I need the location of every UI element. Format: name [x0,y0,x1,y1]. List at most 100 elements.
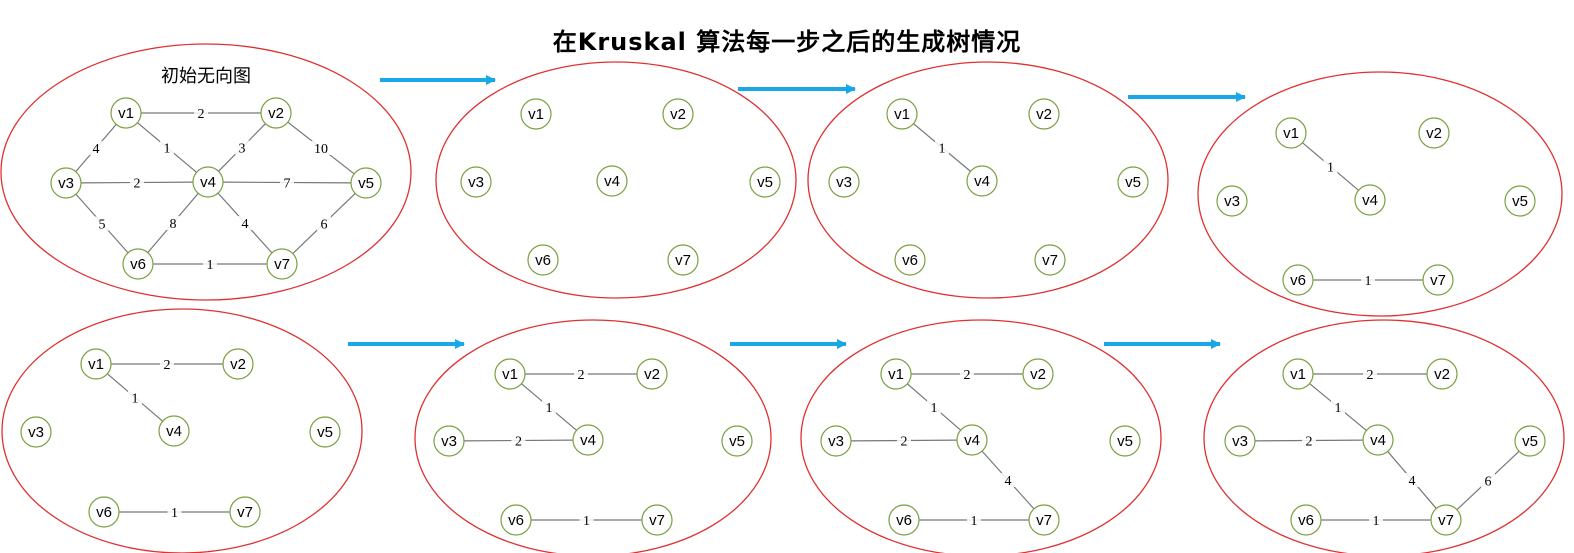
edge-weight: 6 [1485,475,1492,490]
edge-weight: 3 [239,142,246,157]
node-v7 [1028,504,1060,536]
edge-weight-bg [235,140,249,155]
edge-weight: 2 [964,368,971,383]
edge-weight-bg [574,367,588,381]
node-label-v3: v3 [58,175,74,192]
node-label-v6: v6 [896,512,912,529]
node-v5 [350,167,382,199]
edge-weight: 1 [583,514,590,529]
edge-weight-bg [1001,473,1015,487]
node-label-v3: v3 [836,174,852,191]
edge-weight: 1 [171,506,178,521]
node-v7 [229,496,261,528]
node-label-v2: v2 [1434,366,1450,383]
node-v1 [880,358,912,390]
edge-weight-bg [317,216,331,231]
node-v1 [520,98,552,130]
node-label-v7: v7 [649,512,665,529]
edge-weight: 2 [198,107,205,122]
node-label-v5: v5 [1512,193,1528,210]
node-v5 [721,425,753,457]
node-v4 [192,166,224,198]
node-v2 [636,358,668,390]
node-label-v2: v2 [1036,106,1052,123]
node-label-v1: v1 [528,106,544,123]
node-label-v2: v2 [1426,125,1442,142]
edge-weight-bg [1405,473,1419,487]
edge-weight-bg [1481,473,1495,488]
node-v7 [266,248,298,280]
edge-weight: 1 [132,392,139,407]
node-label-v2: v2 [268,105,284,122]
node-v1 [1275,117,1307,149]
edge-weight: 2 [578,368,585,383]
edge-weight-bg [579,513,594,527]
edge-weight: 6 [321,218,328,233]
node-label-v1: v1 [118,105,134,122]
node-label-v5: v5 [317,424,333,441]
edge-weight-bg [194,106,208,120]
edge-weight: 1 [939,142,946,157]
edge-weight-bg [1361,273,1375,287]
node-v5 [1504,185,1536,217]
edge-weight: 5 [99,218,106,233]
node-label-v4: v4 [1362,192,1378,209]
edge-weight-bg [927,400,941,414]
node-label-v2: v2 [1030,366,1046,383]
edge-weight: 1 [207,258,214,273]
edge-weight-bg [238,216,252,230]
edge-weight: 1 [546,401,553,416]
node-v3 [1224,425,1256,457]
panel-label: 初始无向图 [161,66,251,87]
node-label-v6: v6 [1290,272,1306,289]
node-v4 [966,165,998,197]
node-label-v2: v2 [670,106,686,123]
edge-weight-bg [160,357,174,371]
edge-weight-bg [128,390,142,405]
edge-weight: 1 [1335,401,1342,416]
edge-weight: 4 [242,217,249,232]
node-v3 [20,416,52,448]
node-label-v7: v7 [675,252,691,269]
node-v2 [222,348,254,380]
edge-weight-bg [1302,433,1316,448]
edge-weight-bg [130,175,144,190]
node-label-v7: v7 [1430,272,1446,289]
node-label-v2: v2 [644,366,660,383]
node-label-v7: v7 [237,504,253,521]
node-v4 [158,415,190,447]
edge-weight-bg [1363,367,1377,381]
edge-weight-bg [311,141,331,155]
edge-weight-bg [897,433,911,448]
edge-weight-bg [280,175,294,190]
node-label-v6: v6 [902,252,918,269]
edge-weight-bg [960,367,974,381]
node-v6 [527,244,559,276]
edge-weight: 2 [134,177,141,192]
node-v1 [1282,358,1314,390]
node-v2 [1426,358,1458,390]
node-label-v4: v4 [1370,432,1386,449]
edge-weight: 10 [314,142,328,157]
diagram-title: 在Kruskal 算法每一步之后的生成树情况 [552,28,1022,56]
node-label-v4: v4 [964,432,980,449]
node-label-v1: v1 [894,106,910,123]
node-label-v4: v4 [604,173,620,190]
node-v4 [1354,184,1386,216]
edge-weight: 2 [1306,435,1313,450]
node-v2 [260,97,292,129]
node-v2 [1022,358,1054,390]
node-v3 [460,166,492,198]
node-v6 [1290,504,1322,536]
edge-weight-bg [511,433,526,448]
node-label-v3: v3 [28,424,44,441]
node-label-v5: v5 [729,433,745,450]
node-v2 [1028,98,1060,130]
